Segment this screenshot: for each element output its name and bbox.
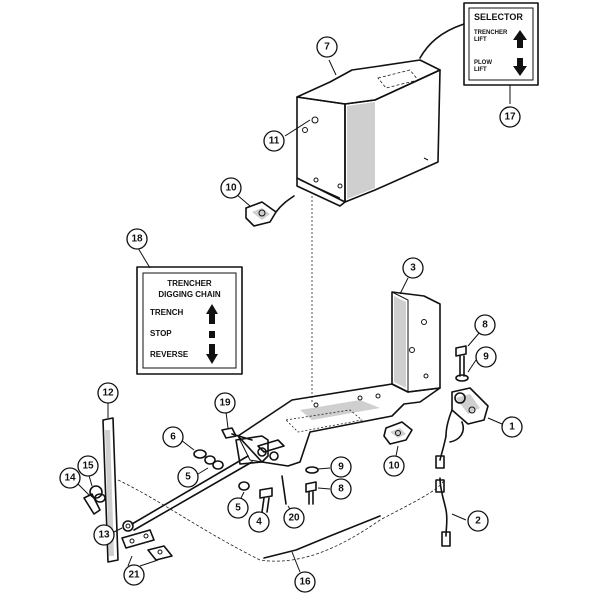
callout-17: 17 [499, 106, 521, 128]
callout-5-lower: 5 [227, 497, 249, 519]
callout-9-lower: 9 [330, 456, 352, 478]
selector-top-line2: LIFT [474, 37, 487, 43]
callout-6: 6 [162, 426, 184, 448]
callout-16: 16 [294, 571, 316, 593]
callout-20-label: 20 [288, 513, 300, 524]
callout-9-upper-label: 9 [483, 352, 489, 363]
callout-10-upper: 10 [220, 177, 242, 199]
switch-assembly [435, 387, 503, 547]
callout-9-upper: 9 [475, 346, 497, 368]
fastener-group-left [131, 411, 293, 531]
trencher-title-line2: DIGGING CHAIN [158, 290, 220, 299]
arrow-down-icon [206, 344, 218, 364]
callout-19: 19 [214, 392, 236, 414]
callout-10-lower-label: 10 [388, 461, 400, 472]
callout-7-label: 7 [324, 42, 330, 53]
trencher-row-trench: TRENCH [150, 308, 184, 317]
callout-1-label: 1 [509, 422, 515, 433]
callout-18: 18 [126, 228, 148, 250]
cover-part [284, 59, 441, 207]
bolt-middle [305, 466, 331, 505]
knob-assembly [77, 471, 106, 515]
callout-18-label: 18 [131, 234, 143, 245]
callout-5-lower-label: 5 [235, 503, 241, 514]
arrow-down-icon [513, 58, 527, 76]
callout-8-lower: 8 [330, 478, 352, 500]
callout-12: 12 [97, 382, 119, 404]
callout-3: 3 [402, 257, 424, 279]
shaft-rod [102, 402, 119, 563]
callout-17-label: 17 [504, 112, 516, 123]
callout-16-label: 16 [299, 577, 311, 588]
link-hardware [113, 520, 173, 567]
trencher-title-line1: TRENCHER [167, 279, 212, 288]
arrow-up-icon [513, 30, 527, 48]
callout-12-label: 12 [102, 388, 114, 399]
callout-20: 20 [283, 507, 305, 529]
mounting-bracket [235, 277, 441, 467]
callout-6-label: 6 [170, 432, 176, 443]
callout-2-label: 2 [475, 516, 481, 527]
callout-9-lower-label: 9 [338, 462, 344, 473]
callout-8-upper-label: 8 [482, 320, 488, 331]
callout-7: 7 [316, 36, 338, 58]
callout-11-label: 11 [269, 136, 280, 147]
callout-10-lower: 10 [383, 455, 405, 477]
callout-11: 11 [263, 130, 285, 152]
callout-5-upper-label: 5 [185, 472, 191, 483]
trencher-row-stop: STOP [150, 329, 172, 338]
cable-loop [117, 479, 445, 573]
callout-10-upper-label: 10 [225, 183, 237, 194]
clip-nut-lower [383, 421, 413, 457]
trencher-row-reverse: REVERSE [150, 350, 189, 359]
clip-nut-upper [235, 193, 295, 227]
callout-4-label: 4 [256, 517, 262, 528]
callout-13-label: 13 [98, 530, 110, 541]
callout-8-lower-label: 8 [338, 484, 344, 495]
callout-14-label: 14 [64, 473, 76, 484]
callout-19-label: 19 [219, 398, 231, 409]
selector-decal: SELECTOR TRENCHER LIFT PLOW LIFT [419, 2, 539, 104]
callout-21-label: 21 [128, 570, 140, 581]
trencher-decal: TRENCHER DIGGING CHAIN TRENCH STOP REVER… [136, 247, 243, 375]
callout-4: 4 [248, 511, 270, 533]
callout-1: 1 [501, 416, 523, 438]
selector-bottom-line1: PLOW [474, 60, 492, 66]
callout-2: 2 [467, 510, 489, 532]
selector-top-line1: TRENCHER [474, 30, 508, 36]
arrow-up-icon [206, 304, 218, 324]
callout-15-label: 15 [82, 461, 94, 472]
callout-15: 15 [77, 455, 99, 477]
callout-13: 13 [93, 524, 115, 546]
stop-mark-icon [209, 331, 215, 338]
callout-3-label: 3 [410, 263, 416, 274]
callout-21: 21 [123, 564, 145, 586]
callout-14: 14 [59, 467, 81, 489]
selector-title: SELECTOR [474, 12, 523, 22]
bolt-upper [455, 331, 481, 382]
callout-8-upper: 8 [474, 314, 496, 336]
callout-5-upper: 5 [177, 466, 199, 488]
selector-bottom-line2: LIFT [474, 67, 487, 73]
